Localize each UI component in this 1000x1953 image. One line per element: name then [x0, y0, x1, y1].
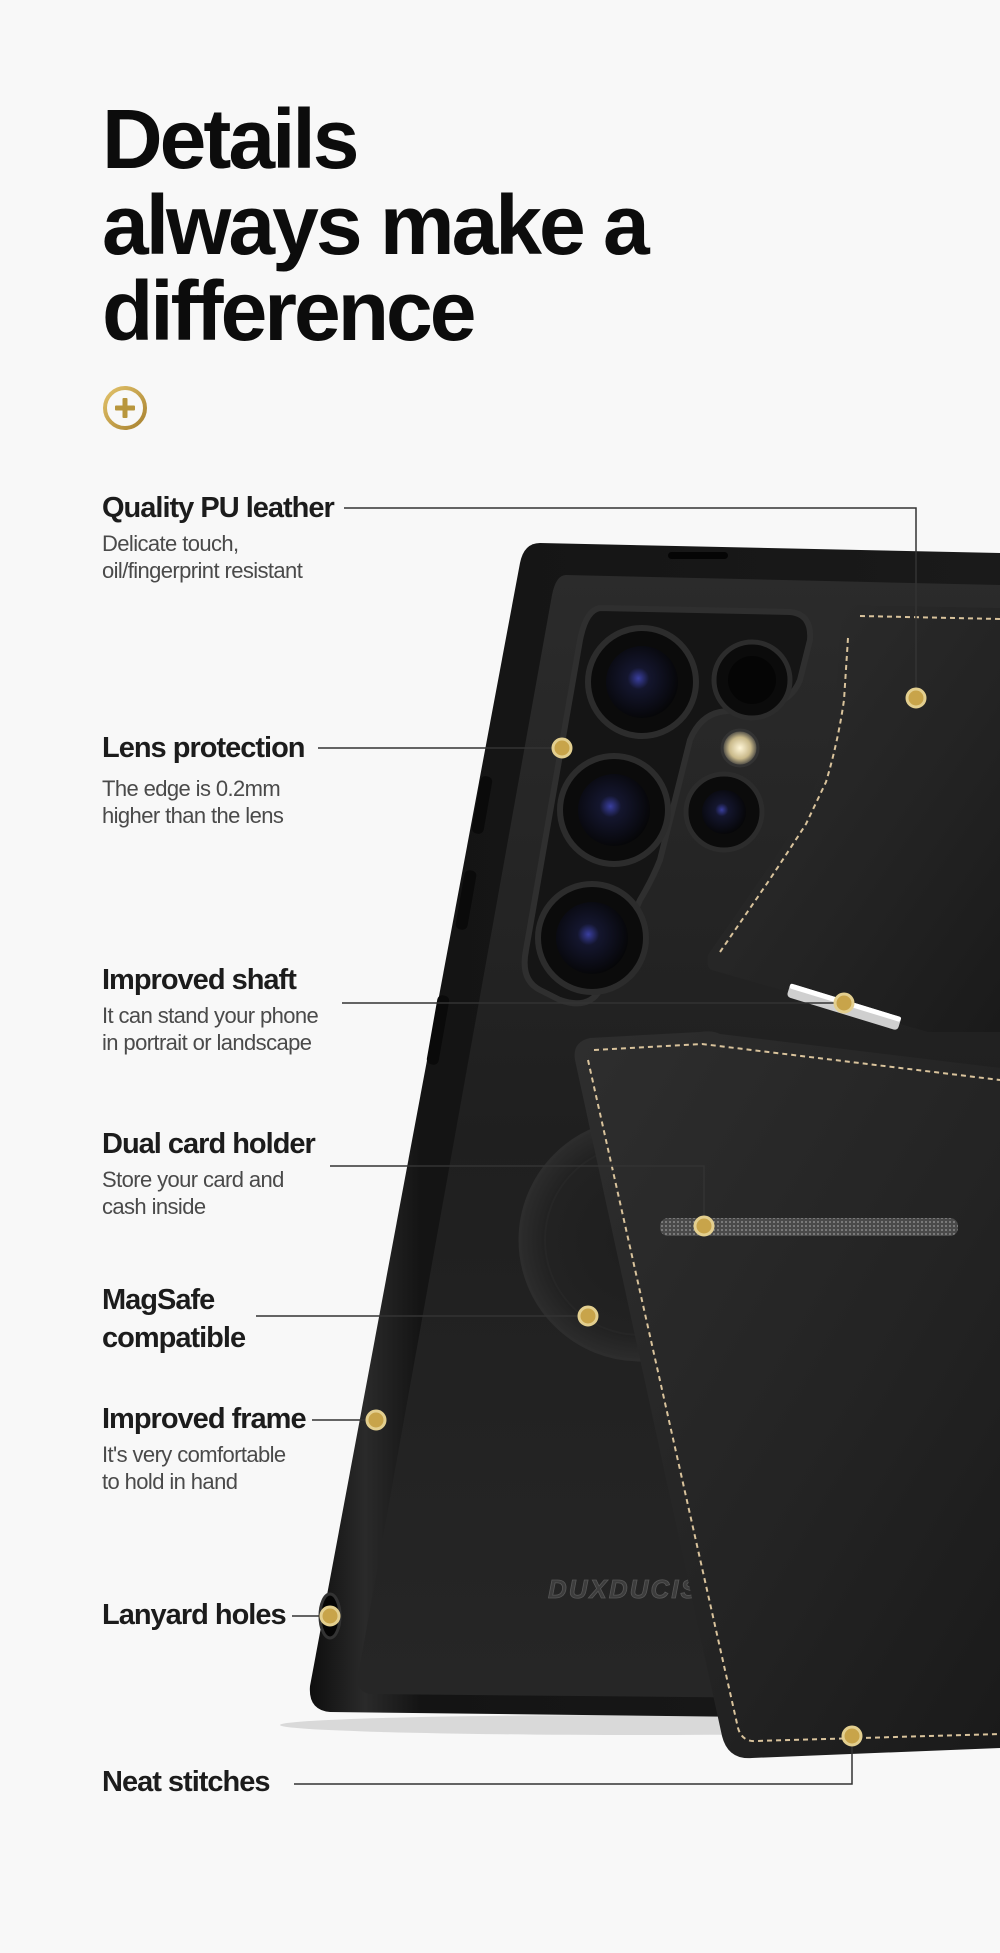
feature-dual-card-holder: Dual card holder Store your card and cas…	[102, 1127, 316, 1220]
feature-description-line: It can stand your phone	[102, 1003, 319, 1028]
heading-line-3: difference	[102, 264, 476, 358]
plus-circle-icon	[103, 386, 147, 430]
card-holder-stand	[574, 1031, 1000, 1759]
feature-description-line: in portrait or landscape	[102, 1030, 312, 1055]
feature-description-line: cash inside	[102, 1194, 206, 1219]
feature-description: The edge is 0.2mm higher than the lens	[102, 775, 305, 829]
feature-description-line: The edge is 0.2mm	[102, 776, 281, 801]
feature-description: It's very comfortable to hold in hand	[102, 1441, 306, 1495]
heading-line-1: Details	[102, 92, 359, 186]
feature-title-line: compatible	[102, 1322, 246, 1354]
side-button-3	[426, 995, 450, 1065]
hotspot-dots	[319, 687, 927, 1747]
hotspot-dot-icon	[693, 1215, 715, 1237]
feature-description-line: Store your card and	[102, 1167, 284, 1192]
feature-title: Neat stitches	[102, 1766, 271, 1798]
hotspot-dot-icon	[319, 1605, 341, 1627]
lower-stitch-line	[587, 1042, 1000, 1743]
feature-description-line: oil/fingerprint resistant	[102, 558, 303, 583]
upper-leather-panel	[707, 605, 1000, 1032]
brand-logo: DUXDUCIS	[548, 1574, 700, 1604]
feature-description-line: Delicate touch,	[102, 531, 239, 556]
feature-lens-protection: Lens protection The edge is 0.2mm higher…	[102, 731, 306, 829]
upper-stitch-line	[719, 615, 1000, 953]
heading-line-2: always make a	[102, 178, 650, 272]
feature-description: It can stand your phone in portrait or l…	[102, 1002, 319, 1056]
callout-leader-lines	[256, 507, 917, 1785]
feature-description: Store your card and cash inside	[102, 1166, 315, 1220]
card-slot	[660, 1218, 958, 1236]
feature-improved-shaft: Improved shaft It can stand your phone i…	[102, 963, 319, 1056]
hotspot-dot-icon	[577, 1305, 599, 1327]
hotspot-dot-icon	[365, 1409, 387, 1431]
hotspot-dot-icon	[841, 1725, 863, 1747]
camera-lenses	[535, 625, 793, 995]
feature-title: Dual card holder	[102, 1128, 316, 1160]
feature-title: Quality PU leather	[102, 492, 335, 524]
feature-title: Improved frame	[102, 1403, 307, 1435]
feature-improved-frame: Improved frame It's very comfortable to …	[102, 1402, 307, 1495]
page-heading: Details always make a difference	[102, 92, 650, 358]
feature-title: Lens protection	[102, 732, 306, 764]
feature-lanyard-holes: Lanyard holes	[102, 1598, 287, 1632]
hotspot-dot-icon	[833, 992, 855, 1014]
feature-title-line: MagSafe	[102, 1284, 215, 1316]
feature-description: Delicate touch, oil/fingerprint resistan…	[102, 530, 334, 584]
feature-description-line: higher than the lens	[102, 803, 284, 828]
hotspot-dot-icon	[551, 737, 573, 759]
side-button-1	[471, 776, 493, 834]
feature-description-line: to hold in hand	[102, 1469, 238, 1494]
feature-quality-pu-leather: Quality PU leather Delicate touch, oil/f…	[102, 491, 335, 584]
feature-description-line: It's very comfortable	[102, 1442, 286, 1467]
hotspot-dot-icon	[905, 687, 927, 709]
feature-magsafe-compatible: MagSafe compatible	[102, 1283, 246, 1355]
side-button-2	[455, 870, 477, 930]
feature-title: Lanyard holes	[102, 1599, 287, 1631]
feature-neat-stitches: Neat stitches	[102, 1765, 271, 1799]
top-slot	[668, 552, 728, 559]
feature-title: Improved shaft	[102, 964, 297, 996]
